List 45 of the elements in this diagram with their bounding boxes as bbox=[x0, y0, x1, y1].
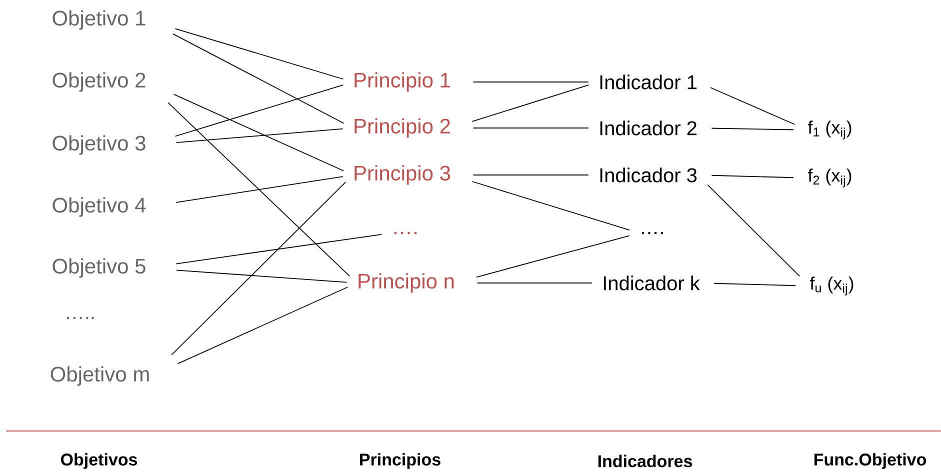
function-label: f$_{1}$ (x$_{ij}$) bbox=[808, 120, 852, 140]
connector-line bbox=[472, 181, 630, 230]
ellipsis-label: …. bbox=[394, 232, 416, 234]
connector-line bbox=[172, 33, 344, 124]
column-heading: Objetivos bbox=[60, 453, 138, 469]
connector-line bbox=[174, 28, 344, 80]
objective-label: Objetivo m bbox=[50, 366, 149, 386]
connector-line bbox=[472, 84, 590, 122]
ellipsis-label: …. bbox=[642, 232, 663, 234]
connector-line bbox=[177, 286, 348, 364]
connector-line bbox=[176, 128, 344, 143]
connector-line bbox=[472, 174, 589, 176]
connector-line bbox=[174, 84, 344, 137]
objective-label: Objetivo 3 bbox=[52, 135, 146, 155]
connector-line bbox=[476, 282, 592, 284]
connector-line bbox=[176, 234, 382, 264]
objective-label: Objetivo 5 bbox=[52, 258, 146, 278]
column-heading: Indicadores bbox=[598, 454, 692, 468]
connector-line bbox=[168, 102, 350, 277]
indicator-label: Indicador 1 bbox=[600, 74, 696, 90]
connector-line bbox=[171, 182, 346, 356]
function-label: f$_{u}$ (x$_{ij}$) bbox=[810, 276, 854, 296]
connector-line bbox=[707, 184, 800, 277]
principle-label: Principio 3 bbox=[354, 165, 450, 185]
connector-line bbox=[710, 87, 796, 125]
column-heading: Principios bbox=[360, 453, 440, 469]
objective-label: Objetivo 4 bbox=[52, 197, 146, 217]
connector-line bbox=[711, 128, 794, 130]
ellipsis-label: ….. bbox=[67, 316, 94, 320]
indicator-label: Indicador 3 bbox=[600, 168, 697, 182]
indicator-label: Indicador 2 bbox=[600, 120, 696, 136]
function-label: f$_{2}$ (x$_{ij}$) bbox=[808, 168, 852, 188]
objective-label: Objetivo 2 bbox=[52, 72, 146, 92]
connector-line bbox=[714, 282, 796, 286]
principle-label: Principio 1 bbox=[354, 72, 450, 92]
connector-line bbox=[711, 174, 794, 178]
indicator-label: Indicador k bbox=[604, 276, 700, 290]
connector-line bbox=[176, 176, 344, 203]
connector-line bbox=[176, 270, 348, 283]
principle-label: Principio n bbox=[358, 273, 454, 293]
connector-line bbox=[173, 94, 344, 172]
objective-label: Objetivo 1 bbox=[52, 10, 146, 30]
principle-label: Principio 2 bbox=[354, 118, 450, 138]
connector-line bbox=[476, 235, 630, 278]
column-heading: Func.Objetivo bbox=[814, 453, 926, 469]
